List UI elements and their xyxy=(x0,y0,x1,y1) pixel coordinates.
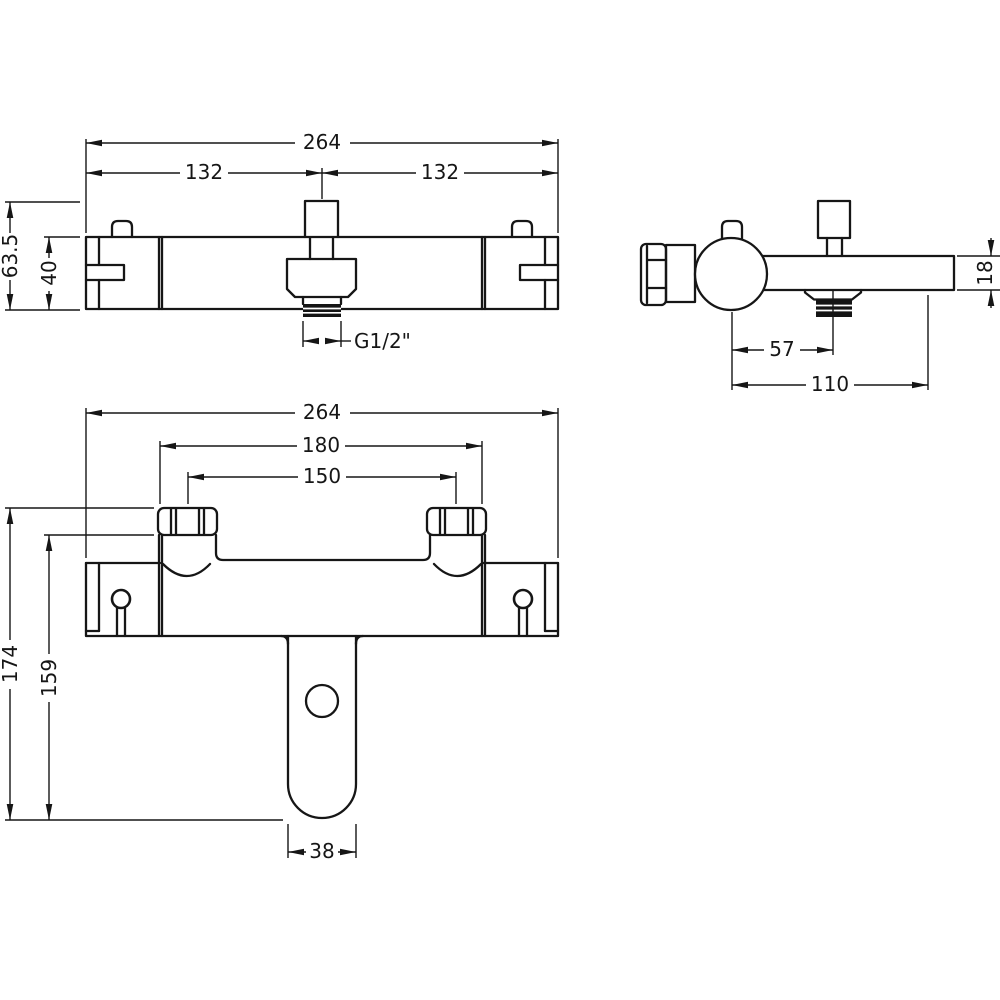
dim-front-overall-height: 63.5 xyxy=(0,234,22,279)
spout-aerator-hole xyxy=(304,683,340,719)
thermostat-head-circle xyxy=(693,236,769,312)
dim-union-outer-width: 180 xyxy=(302,433,340,457)
spout-view-dimensions xyxy=(5,408,559,858)
right-handle-knob xyxy=(510,219,534,239)
side-view-dimension-labels: 18 57 110 xyxy=(769,260,997,396)
spout-view-outline xyxy=(84,506,560,820)
left-handle-knob xyxy=(110,219,134,239)
dim-front-body-height: 40 xyxy=(37,260,61,285)
right-grip-tab xyxy=(518,263,560,282)
dim-union-to-spout-height: 159 xyxy=(37,659,61,697)
side-elevation-view: 18 57 110 xyxy=(639,199,1000,396)
front-view-dimensions xyxy=(5,139,559,347)
outlet-thread-side xyxy=(816,300,852,317)
left-grip-tab xyxy=(84,263,126,282)
front-view-dimension-labels: 264 132 132 63.5 40 G1/2" xyxy=(0,130,459,353)
front-elevation-view: 264 132 132 63.5 40 G1/2" xyxy=(0,130,560,353)
dim-front-overall-width: 264 xyxy=(303,130,341,154)
dim-spout-width: 38 xyxy=(309,839,334,863)
dim-outlet-thread: G1/2" xyxy=(354,329,411,353)
dim-side-knob-to-outlet: 57 xyxy=(769,337,794,361)
thermostat-knob-top xyxy=(720,219,744,242)
bath-spout-elevation-view: 264 180 150 174 159 38 xyxy=(0,400,560,863)
dim-inlet-centres: 150 xyxy=(303,464,341,488)
bottom-outlet-housing xyxy=(285,257,358,299)
spout-view-dimension-labels: 264 180 150 174 159 38 xyxy=(0,400,341,863)
valve-body-front xyxy=(84,235,560,311)
dim-spout-overall-height: 174 xyxy=(0,645,22,683)
left-union-nut xyxy=(156,506,219,537)
dim-spout-overall-width: 264 xyxy=(303,400,341,424)
side-view-outline xyxy=(639,199,956,312)
bath-spout xyxy=(286,634,358,820)
outlet-thread-front xyxy=(303,304,341,317)
inlet-hex-nut-side xyxy=(639,242,668,307)
front-view-outline xyxy=(84,199,560,311)
dim-side-bar-depth: 18 xyxy=(973,260,997,285)
left-fixing-hole xyxy=(110,588,132,610)
dim-front-left-half: 132 xyxy=(185,160,223,184)
top-outlet-connector-side xyxy=(816,199,852,240)
right-fixing-hole xyxy=(512,588,534,610)
side-view-dimensions xyxy=(731,238,1000,390)
dim-front-right-half: 132 xyxy=(421,160,459,184)
dim-side-knob-to-body-end: 110 xyxy=(811,372,849,396)
right-union-nut xyxy=(425,506,488,537)
top-outlet-connector xyxy=(303,199,340,239)
centre-body-top xyxy=(214,533,432,562)
inlet-connector-side xyxy=(664,243,697,304)
